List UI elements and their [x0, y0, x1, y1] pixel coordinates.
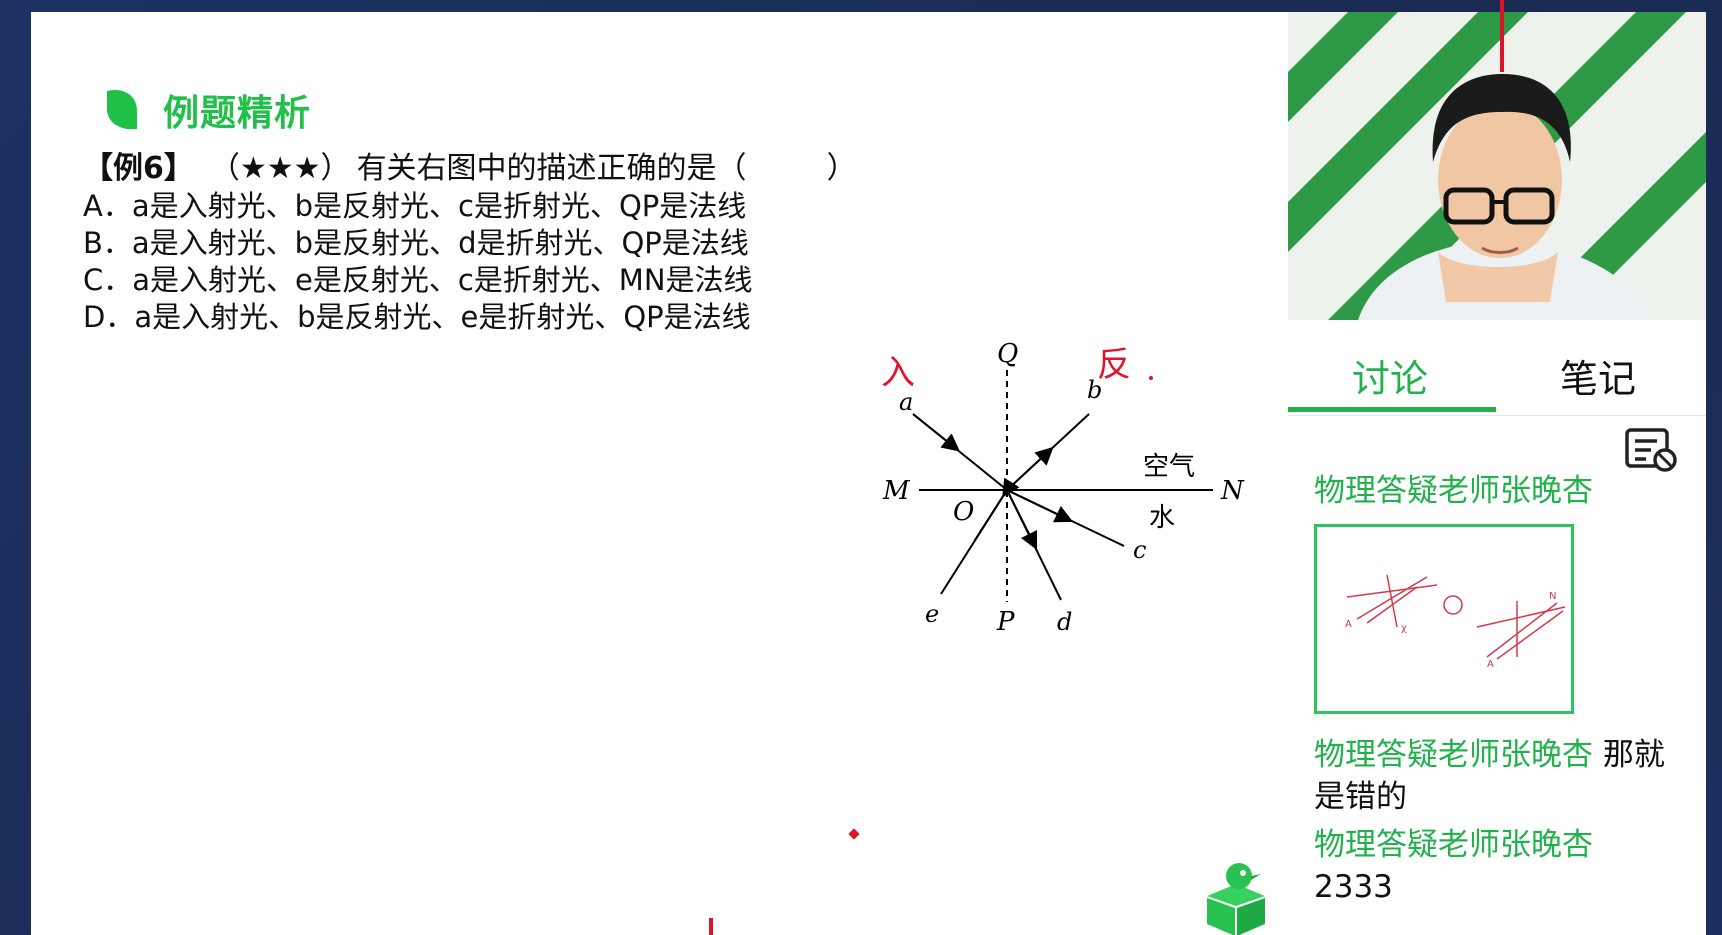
chat-sender: 物理答疑老师张晚杏 [1314, 827, 1593, 863]
label-q: Q [997, 339, 1018, 369]
label-e: e [925, 600, 939, 628]
chat-sender: 物理答疑老师张晚杏 [1314, 737, 1593, 773]
filter-icon[interactable] [1624, 427, 1678, 473]
svg-text:A: A [1345, 619, 1352, 630]
chat-text: 那就是错的 [1314, 737, 1665, 815]
option-a: A．a是入射光、b是反射光、c是折射光、QP是法线 [83, 189, 747, 223]
active-tab-indicator [1288, 407, 1496, 412]
ray-a-arrow [912, 413, 961, 452]
chat-text: 2333 [1314, 869, 1393, 905]
side-panel: 讨论 笔记 物理答疑老师张晚杏 [1288, 12, 1706, 935]
chat-message-body: 物理答疑老师张晚杏 那就是错的 [1314, 734, 1694, 818]
question-text: 有关右图中的描述正确的是（ [356, 151, 747, 186]
option-c: C．a是入射光、e是反射光、c是折射光、MN是法线 [83, 263, 753, 297]
ray-b-arrow [1006, 446, 1054, 491]
teacher-video[interactable] [1288, 12, 1706, 320]
leaf-icon [107, 89, 137, 130]
section-header: 例题精析 [103, 84, 311, 136]
optics-diagram: Q P M N O a b c d e 空气 水 入 反 [881, 339, 1245, 637]
label-a: a [899, 388, 913, 416]
tab-discussion[interactable]: 讨论 [1352, 357, 1429, 401]
label-water: 水 [1149, 503, 1175, 533]
pointer-marker-top [1500, 0, 1504, 72]
label-p: P [996, 607, 1015, 637]
question: 【例6】 （★★★） 有关右图中的描述正确的是（ ） A．a是入射光、b是反射光… [83, 150, 857, 336]
label-c: c [1133, 536, 1146, 564]
question-close: ） [826, 151, 857, 186]
label-b: b [1087, 376, 1102, 404]
app-logo-icon [1207, 863, 1265, 935]
option-d: D．a是入射光、b是反射光、e是折射光、QP是法线 [83, 300, 751, 334]
label-o: O [953, 497, 974, 527]
pointer-marker [709, 918, 713, 935]
option-b: B．a是入射光、b是反射光、d是折射光、QP是法线 [83, 226, 749, 260]
annotation-dot [1149, 376, 1153, 380]
annotation-reflect: 反 [1097, 345, 1131, 385]
ray-e-arrow [974, 477, 1020, 541]
difficulty-stars: （★★★） [209, 151, 351, 186]
question-stem: 【例6】 （★★★） 有关右图中的描述正确的是（ ） [83, 150, 857, 188]
label-air: 空气 [1143, 452, 1195, 482]
annotation-in: 入 [881, 353, 915, 393]
label-m: M [882, 476, 911, 506]
chat-message: 物理答疑老师张晚杏 那就是错的 [1314, 734, 1694, 818]
svg-text:χ: χ [1401, 623, 1407, 634]
question-tag: 【例6】 [83, 151, 194, 186]
label-n: N [1220, 476, 1245, 506]
panel-tabs: 讨论 笔记 [1288, 320, 1706, 416]
options-list: A．a是入射光、b是反射光、c是折射光、QP是法线 B．a是入射光、b是反射光、… [83, 188, 857, 336]
svg-text:A: A [1487, 659, 1494, 670]
label-d: d [1057, 608, 1072, 636]
ray-c-arrow [1006, 489, 1074, 523]
svg-text:N: N [1549, 591, 1556, 602]
chat-sender: 物理答疑老师张晚杏 [1314, 473, 1593, 509]
answer-blank [747, 150, 827, 188]
chat-message: 物理答疑老师张晚杏 2333 [1314, 824, 1694, 908]
tab-notes[interactable]: 笔记 [1560, 357, 1637, 401]
pointer-dot [848, 828, 860, 840]
video-frame [1288, 12, 1706, 320]
slide: 例题精析 【例6】 （★★★） 有关右图中的描述正确的是（ ） A．a是入射光、… [31, 12, 1288, 935]
ray-d-arrow [1006, 489, 1038, 551]
section-title: 例题精析 [163, 93, 312, 134]
